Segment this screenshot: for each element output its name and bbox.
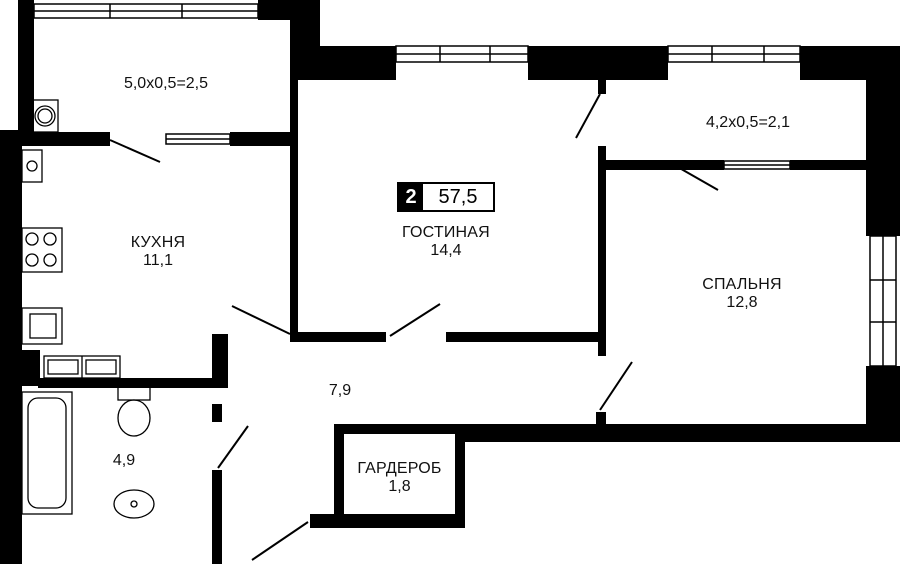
fixtures <box>21 99 155 519</box>
bedroom-area: 12,8 <box>726 294 758 312</box>
doors <box>109 93 719 561</box>
room-count: 2 <box>399 184 423 210</box>
balcony-left-label: 5,0х0,5=2,5 <box>104 75 228 93</box>
apartment-badge: 2 57,5 <box>397 182 495 212</box>
wardrobe-area: 1,8 <box>388 478 411 496</box>
balcony-right-area: 4,2х0,5=2,1 <box>705 114 791 131</box>
living-room-name: ГОСТИНАЯ <box>402 224 490 241</box>
bathroom-area: 4,9 <box>112 452 136 469</box>
total-area: 57,5 <box>438 185 478 208</box>
balcony-right-label: 4,2х0,5=2,1 <box>686 114 810 132</box>
living-room-area: 14,4 <box>430 242 462 260</box>
kitchen-label: КУХНЯ 11,1 <box>112 234 204 271</box>
bedroom-name: СПАЛЬНЯ <box>702 276 782 293</box>
bedroom-label: СПАЛЬНЯ 12,8 <box>690 276 794 313</box>
wardrobe-label: ГАРДЕРОБ 1,8 <box>344 460 455 497</box>
hall-area: 7,9 <box>328 382 352 399</box>
living-room-label: ГОСТИНАЯ 14,4 <box>386 224 506 261</box>
kitchen-name: КУХНЯ <box>130 234 186 251</box>
wardrobe-name: ГАРДЕРОБ <box>357 460 442 477</box>
bathroom-label: 4,9 <box>94 452 154 470</box>
windows <box>33 3 897 367</box>
balcony-left-area: 5,0х0,5=2,5 <box>123 75 209 92</box>
kitchen-area: 11,1 <box>143 252 173 270</box>
hall-label: 7,9 <box>310 382 370 400</box>
